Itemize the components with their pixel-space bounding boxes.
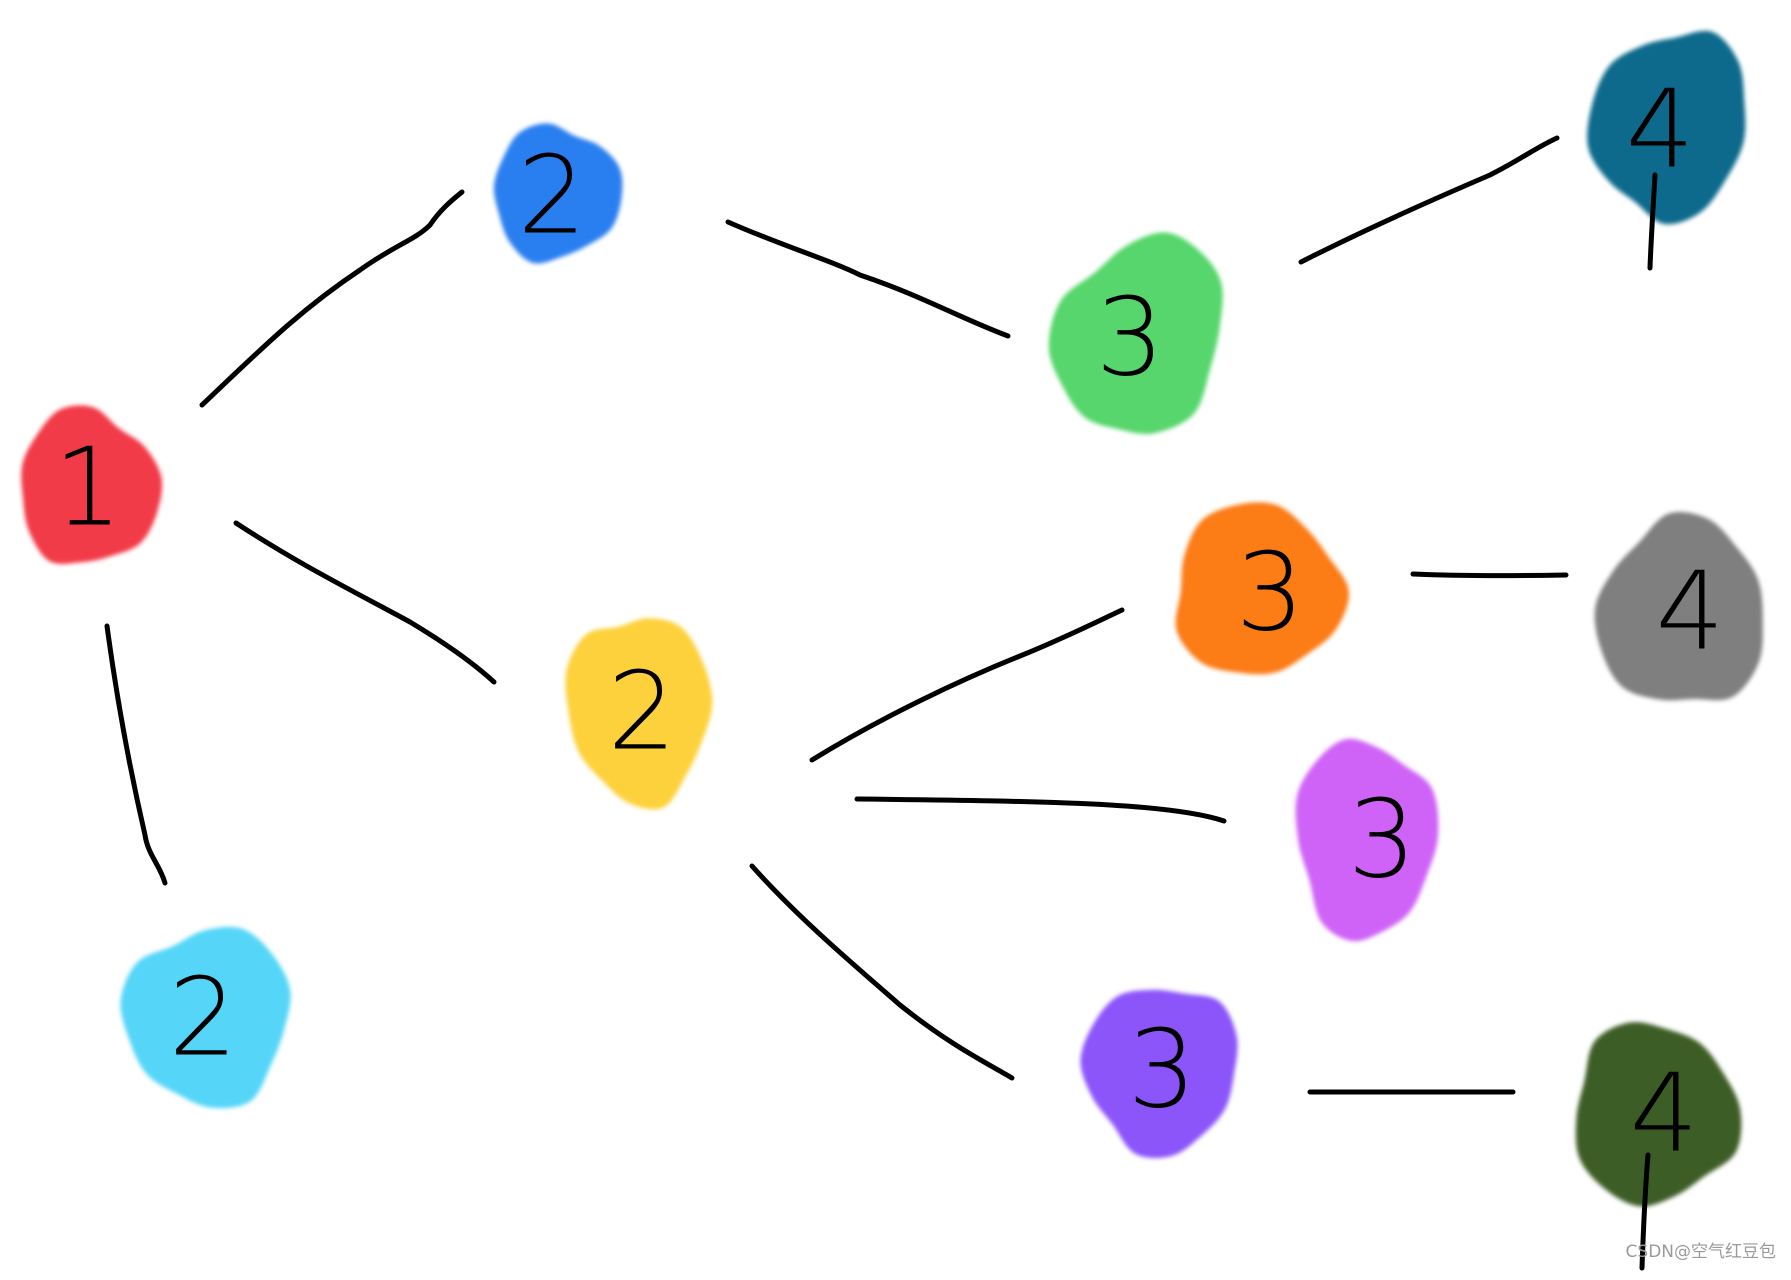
- edge-n1-n2b: [233, 520, 497, 685]
- edge-n1-n2c: [104, 623, 168, 886]
- node-blob-n2b: [565, 618, 713, 810]
- edges-layer: [104, 135, 1569, 1095]
- node-blob-n3d: [1080, 989, 1238, 1159]
- node-n3c: 3: [1295, 738, 1439, 942]
- edge-n3a-n4a: [1298, 135, 1560, 265]
- node-blob-n1: [21, 405, 163, 565]
- node-n1: 1: [21, 405, 163, 565]
- node-n2b: 2: [565, 618, 713, 810]
- node-n4a: 4: [1587, 30, 1746, 225]
- node-label-n4c: 4: [1630, 1052, 1699, 1177]
- node-blob-n4b: [1594, 512, 1763, 701]
- node-label-n4b: 4: [1656, 550, 1725, 675]
- edge-n3b-n4b: [1410, 571, 1569, 579]
- edge-n2a-n3a: [725, 219, 1011, 339]
- node-label-n2b: 2: [608, 650, 677, 775]
- node-label-n4a: 4: [1626, 68, 1695, 193]
- edge-n1-n2a: [199, 189, 465, 408]
- node-blob-n2a: [493, 123, 623, 264]
- node-n4b: 4: [1594, 512, 1763, 701]
- node-label-n3d: 3: [1128, 1008, 1197, 1133]
- watermark: CSDN@空气红豆包: [1625, 1242, 1776, 1262]
- edge-n2b-n3b: [809, 607, 1125, 763]
- node-n2c: 2: [120, 926, 291, 1109]
- edge-n2b-n3d: [749, 863, 1015, 1081]
- node-blob-n2c: [120, 926, 291, 1109]
- node-blob-n3c: [1295, 738, 1439, 942]
- node-blob-n3b: [1175, 502, 1349, 675]
- edge-n2b-n3c: [854, 796, 1227, 824]
- node-blob-n3a: [1048, 232, 1223, 434]
- node-n3d: 3: [1080, 989, 1238, 1159]
- node-label-n3a: 3: [1096, 276, 1165, 401]
- node-label-n3c: 3: [1348, 778, 1417, 903]
- node-label-n2c: 2: [169, 956, 238, 1081]
- node-label-n1: 1: [54, 426, 123, 551]
- node-n2a: 2: [493, 123, 623, 264]
- glyph-stroke-n4a: [1647, 172, 1658, 271]
- node-n3a: 3: [1048, 232, 1223, 434]
- node-label-n2a: 2: [518, 134, 587, 259]
- node-n4c: 4: [1575, 1022, 1742, 1207]
- node-label-n3b: 3: [1236, 531, 1305, 656]
- node-blob-n4a: [1587, 30, 1746, 225]
- glyph-stroke-n4c: [1639, 1152, 1651, 1271]
- node-blob-n4c: [1575, 1022, 1742, 1207]
- node-n3b: 3: [1175, 502, 1349, 675]
